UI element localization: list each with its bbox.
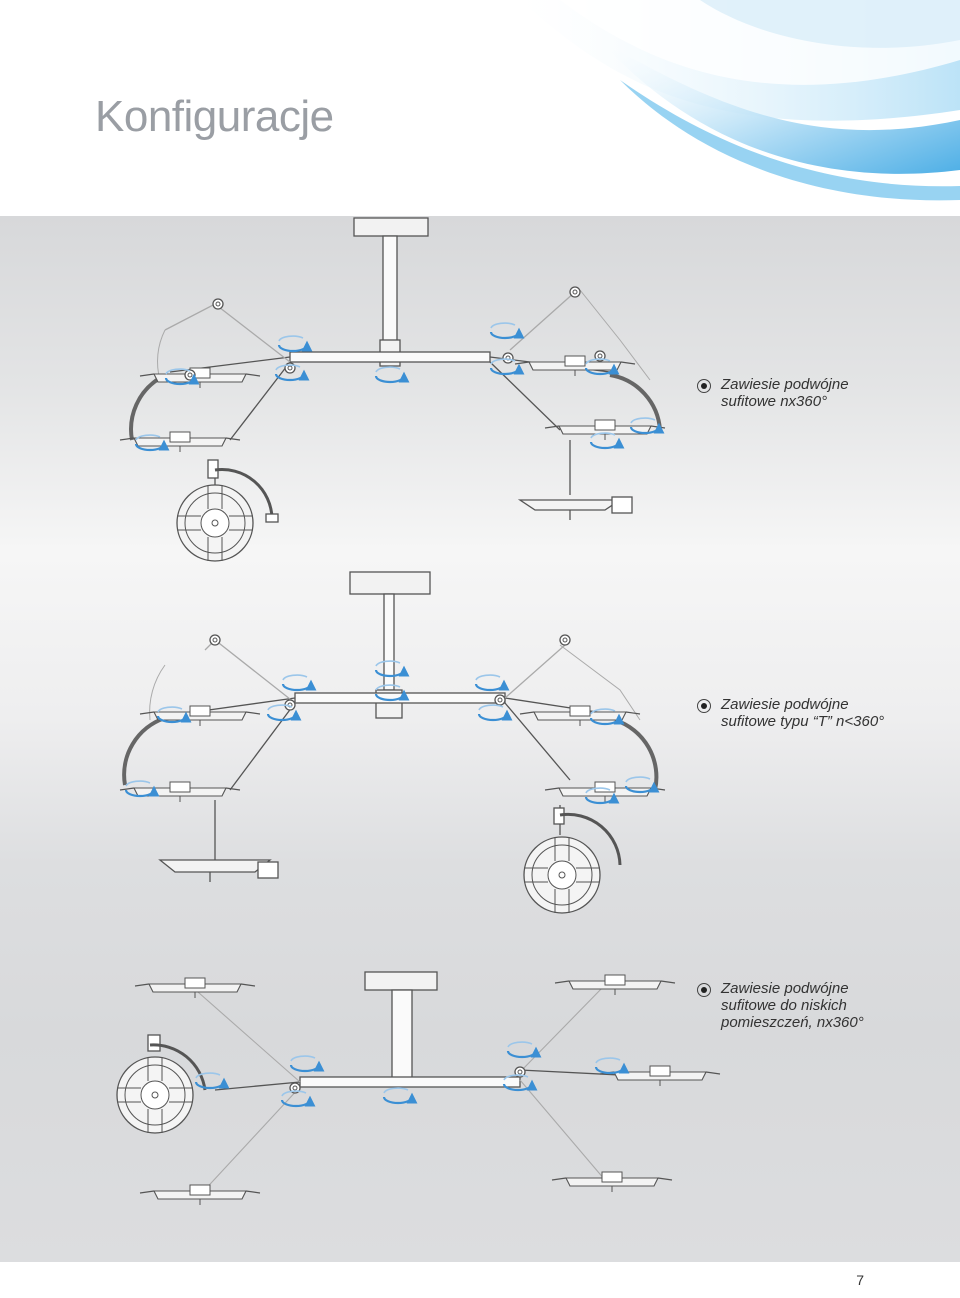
config-caption-2: Zawiesie podwójne sufitowe typu “T” n<36… [697,696,884,730]
caption-line: Zawiesie podwójne [721,696,849,713]
config-3-diagram [116,971,721,1206]
config-2-diagram [119,571,666,914]
config-caption-1: Zawiesie podwójne sufitowe nx360° [697,376,849,410]
caption-line: pomieszczeń, nx360° [721,1014,864,1031]
caption-line: Zawiesie podwójne [721,376,849,393]
configuration-diagrams [116,217,721,1206]
config-1-diagram [119,217,666,562]
caption-line: sufitowe typu “T” n<360° [721,713,885,730]
caption-line: Zawiesie podwójne [721,980,849,997]
bullet-icon [697,699,711,713]
caption-line: sufitowe nx360° [721,393,828,410]
decorative-swoosh [520,0,960,201]
bullet-icon [697,983,711,997]
bullet-icon [697,379,711,393]
caption-line: sufitowe do niskich [721,997,847,1014]
page-number: 7 [856,1272,864,1288]
config-caption-3: Zawiesie podwójne sufitowe do niskich po… [697,980,864,1031]
page-title: Konfiguracje [95,92,334,141]
